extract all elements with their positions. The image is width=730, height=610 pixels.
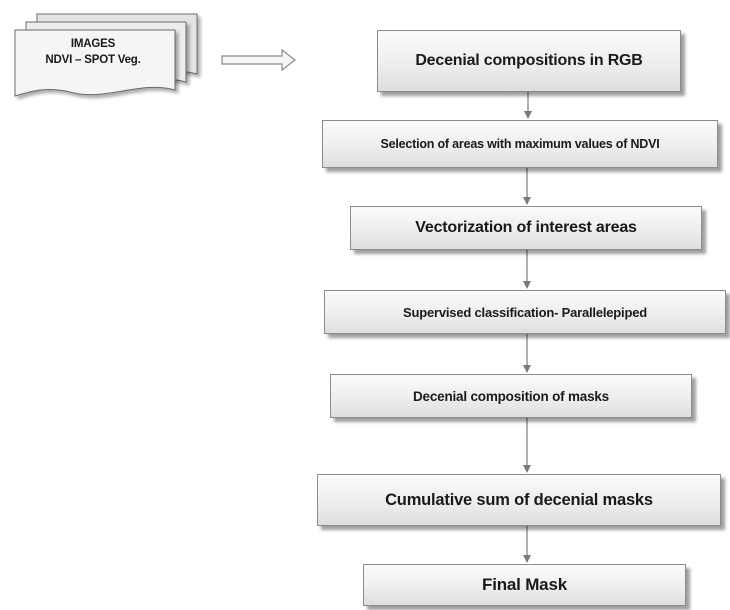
step-label: Supervised classification- Parallelepipe…	[403, 304, 647, 320]
step-label: Vectorization of interest areas	[415, 219, 637, 236]
step-decenial-rgb: Decenial compositions in RGB	[377, 30, 681, 92]
step-label: Cumulative sum of decenial masks	[385, 490, 653, 509]
step-vectorization: Vectorization of interest areas	[350, 206, 702, 250]
step-decenial-masks: Decenial composition of masks	[330, 374, 692, 418]
images-title: IMAGES	[70, 38, 116, 50]
images-subtitle: NDVI – SPOT Veg.	[45, 54, 141, 66]
step-label: Selection of areas with maximum values o…	[380, 137, 660, 151]
step-cumulative-sum: Cumulative sum of decenial masks	[317, 474, 721, 526]
step-label: Final Mask	[482, 575, 567, 594]
step-supervised-classification: Supervised classification- Parallelepipe…	[324, 290, 726, 334]
step-select-max-ndvi: Selection of areas with maximum values o…	[322, 120, 718, 168]
step-label: Decenial composition of masks	[412, 388, 609, 404]
step-label: Decenial compositions in RGB	[415, 52, 643, 69]
right-arrow-icon	[221, 48, 296, 72]
images-label: IMAGES NDVI – SPOT Veg.	[17, 36, 169, 68]
step-final-mask: Final Mask	[363, 564, 686, 606]
